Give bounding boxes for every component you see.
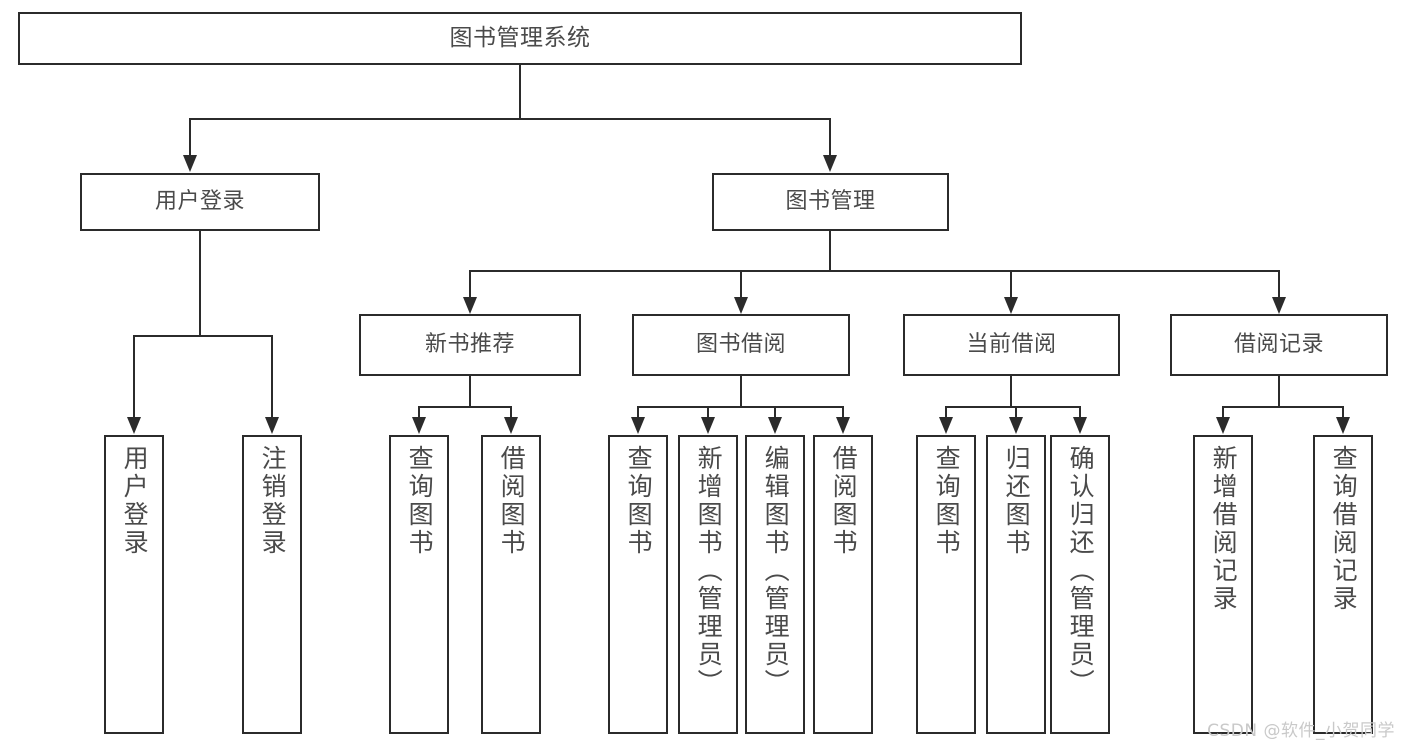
connector-root-to-user-login (189, 118, 191, 156)
node-label: 新增图书（管理员） (694, 445, 724, 697)
connector-user-login-stem (199, 231, 201, 336)
node-label: 借阅图书 (829, 445, 859, 557)
connector-root-bar (189, 118, 831, 120)
connector-book-mgmt-branch-2 (740, 270, 742, 298)
connector-book-borrow-branch-3 (774, 406, 776, 418)
connector-book-borrow-branch-4 (842, 406, 844, 418)
node-label: 确认归还（管理员） (1066, 445, 1096, 697)
node-label: 图书管理系统 (449, 25, 591, 52)
arrow-to-loan-record (1272, 297, 1286, 314)
arrow-to-leaf-query-loan-record (1336, 417, 1350, 434)
leaf-user-login[interactable]: 用户登录 (104, 435, 164, 734)
arrow-root-to-book-mgmt (823, 155, 837, 172)
node-label: 注销登录 (258, 445, 288, 557)
arrow-to-leaf-query-book-3 (939, 417, 953, 434)
node-label: 编辑图书（管理员） (761, 445, 791, 697)
arrow-to-leaf-query-book-2 (631, 417, 645, 434)
connector-new-book-rec-bar (418, 406, 511, 408)
node-label: 新增借阅记录 (1209, 445, 1239, 613)
connector-current-loan-branch-1 (945, 406, 947, 418)
node-root-system[interactable]: 图书管理系统 (18, 12, 1022, 65)
connector-book-borrow-branch-1 (637, 406, 639, 418)
connector-new-book-rec-branch-2 (510, 406, 512, 418)
leaf-borrow-book[interactable]: 借阅图书 (813, 435, 873, 734)
node-label: 当前借阅 (966, 331, 1057, 357)
leaf-confirm-return-admin[interactable]: 确认归还（管理员） (1050, 435, 1110, 734)
arrow-to-current-loan (1004, 297, 1018, 314)
node-label: 借阅记录 (1233, 331, 1324, 357)
node-book-management[interactable]: 图书管理 (712, 173, 949, 231)
leaf-query-book-rec[interactable]: 查询图书 (389, 435, 449, 734)
connector-user-login-branch-2 (271, 335, 273, 418)
connector-book-mgmt-branch-1 (469, 270, 471, 298)
leaf-query-book-borrow[interactable]: 查询图书 (608, 435, 668, 734)
node-label: 用户登录 (120, 445, 150, 557)
node-label: 图书借阅 (695, 331, 786, 357)
node-label: 归还图书 (1002, 445, 1032, 557)
connector-new-book-rec-stem (469, 376, 471, 407)
connector-root-stem (519, 65, 521, 119)
arrow-to-leaf-logout (265, 417, 279, 434)
arrow-to-leaf-confirm-return (1073, 417, 1087, 434)
connector-current-loan-branch-3 (1079, 406, 1081, 418)
watermark: CSDN @软件_小贺同学 (1207, 721, 1395, 741)
connector-current-loan-stem (1010, 376, 1012, 407)
connector-loan-record-branch-2 (1342, 406, 1344, 418)
connector-loan-record-stem (1278, 376, 1280, 407)
arrow-to-new-book-rec (463, 297, 477, 314)
arrow-root-to-user-login (183, 155, 197, 172)
node-label: 新书推荐 (424, 331, 515, 357)
connector-loan-record-branch-1 (1222, 406, 1224, 418)
arrow-to-leaf-query-book-1 (412, 417, 426, 434)
leaf-query-book-current[interactable]: 查询图书 (916, 435, 976, 734)
arrow-to-leaf-add-loan-record (1216, 417, 1230, 434)
connector-book-mgmt-bar (469, 270, 1279, 272)
arrow-to-leaf-borrow-book-1 (504, 417, 518, 434)
node-new-book-recommendation[interactable]: 新书推荐 (359, 314, 581, 376)
connector-current-loan-bar (945, 406, 1081, 408)
arrow-to-leaf-edit-book (768, 417, 782, 434)
connector-root-to-book-mgmt (829, 118, 831, 156)
leaf-borrow-book-rec[interactable]: 借阅图书 (481, 435, 541, 734)
leaf-add-loan-record[interactable]: 新增借阅记录 (1193, 435, 1253, 734)
connector-book-mgmt-branch-3 (1010, 270, 1012, 298)
node-label: 查询图书 (932, 445, 962, 557)
connector-book-borrow-stem (740, 376, 742, 407)
node-label: 借阅图书 (497, 445, 527, 557)
arrow-to-book-borrow (734, 297, 748, 314)
leaf-edit-book-admin[interactable]: 编辑图书（管理员） (745, 435, 805, 734)
node-borrowing-record[interactable]: 借阅记录 (1170, 314, 1388, 376)
connector-current-loan-branch-2 (1015, 406, 1017, 418)
connector-book-mgmt-branch-4 (1278, 270, 1280, 298)
arrow-to-leaf-borrow-book-2 (836, 417, 850, 434)
node-user-login[interactable]: 用户登录 (80, 173, 320, 231)
node-current-borrowing[interactable]: 当前借阅 (903, 314, 1120, 376)
leaf-logout[interactable]: 注销登录 (242, 435, 302, 734)
node-label: 用户登录 (154, 188, 245, 214)
arrow-to-leaf-return-book (1009, 417, 1023, 434)
connector-loan-record-bar (1222, 406, 1343, 408)
connector-new-book-rec-branch-1 (418, 406, 420, 418)
leaf-query-loan-record[interactable]: 查询借阅记录 (1313, 435, 1373, 734)
connector-book-borrow-bar (637, 406, 843, 408)
connector-user-login-branch-1 (133, 335, 135, 418)
leaf-add-book-admin[interactable]: 新增图书（管理员） (678, 435, 738, 734)
leaf-return-book[interactable]: 归还图书 (986, 435, 1046, 734)
connector-book-mgmt-stem (829, 231, 831, 272)
connector-book-borrow-branch-2 (707, 406, 709, 418)
node-label: 查询图书 (405, 445, 435, 557)
node-label: 查询图书 (624, 445, 654, 557)
arrow-to-leaf-user-login (127, 417, 141, 434)
connector-user-login-bar (133, 335, 272, 337)
node-label: 查询借阅记录 (1329, 445, 1359, 613)
node-book-borrowing[interactable]: 图书借阅 (632, 314, 850, 376)
node-label: 图书管理 (785, 188, 876, 214)
arrow-to-leaf-add-book (701, 417, 715, 434)
